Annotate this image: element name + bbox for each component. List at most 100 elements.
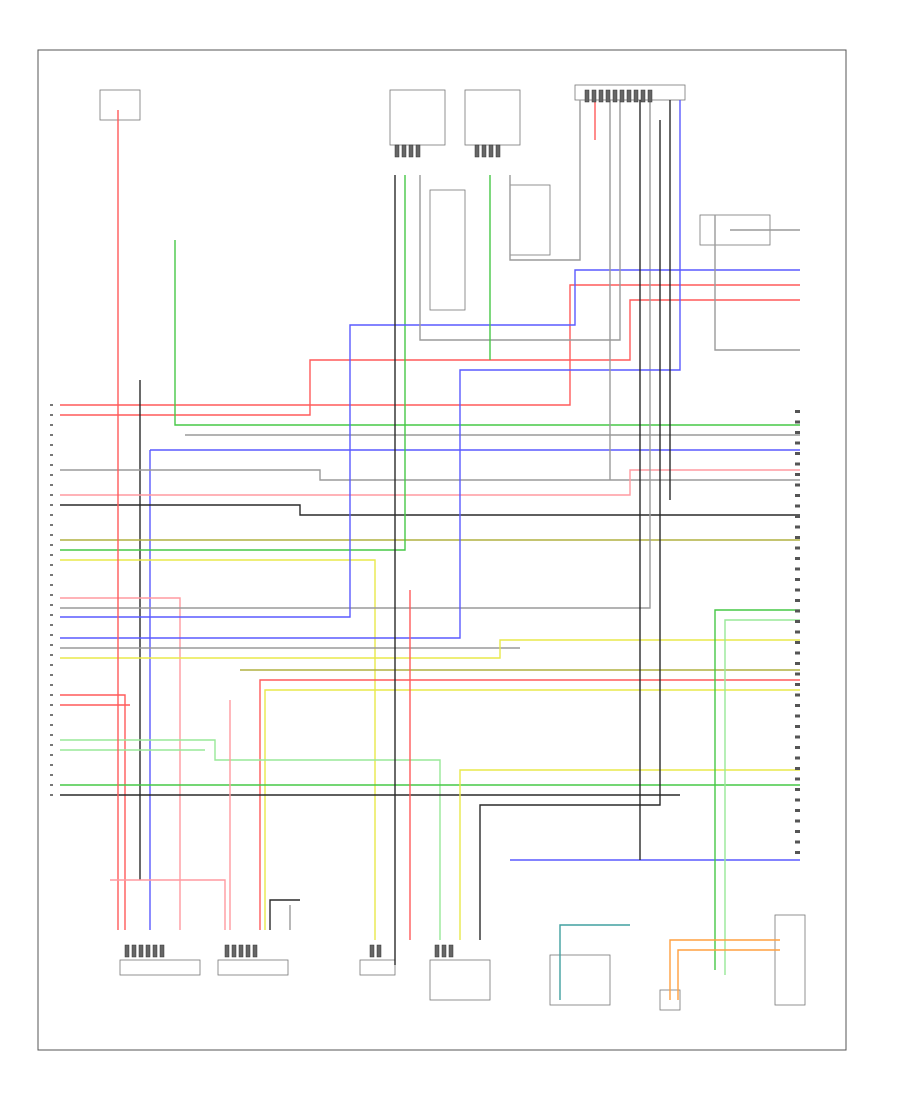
connector-group	[124, 89, 653, 958]
wire-red	[60, 694, 126, 930]
pin-terminal	[50, 504, 53, 506]
connector-pin	[152, 944, 158, 958]
pin-terminal	[50, 734, 53, 736]
connector-pin	[448, 944, 454, 958]
pin-terminal	[795, 830, 800, 833]
pin-terminal	[50, 724, 53, 726]
connector-pin	[441, 944, 447, 958]
wire-light_green	[724, 619, 800, 975]
connector-pin	[434, 944, 440, 958]
pin-terminal	[50, 554, 53, 556]
pin-terminal	[795, 494, 800, 497]
wire-gray	[509, 100, 581, 261]
wire-gray	[60, 469, 800, 481]
connector-pin	[415, 144, 421, 158]
component-box	[359, 959, 396, 976]
connector-pin	[626, 89, 632, 103]
wire-dark	[269, 899, 300, 930]
connector-pin	[584, 89, 590, 103]
pin-terminal	[795, 609, 800, 613]
pin-terminal	[795, 504, 800, 508]
pin-terminal	[50, 704, 53, 706]
pin-terminal	[795, 714, 800, 718]
wire-yellow	[459, 769, 800, 940]
connector-pin	[647, 89, 653, 103]
connector-pin	[633, 89, 639, 103]
component-box	[217, 959, 289, 976]
wire-green	[714, 609, 800, 970]
connector-pin	[376, 944, 382, 958]
pin-terminal	[795, 725, 800, 728]
wire-red	[259, 679, 800, 930]
wire-pink	[110, 879, 226, 930]
connector-pin	[591, 89, 597, 103]
wire-blue	[60, 269, 800, 618]
connector-pin	[124, 944, 130, 958]
component-box	[119, 959, 201, 976]
pin-terminal	[795, 410, 800, 413]
pin-terminal	[50, 574, 53, 576]
pin-terminal	[795, 693, 800, 697]
connector-pin	[612, 89, 618, 103]
connector-pin	[245, 944, 251, 958]
pin-terminal	[50, 614, 53, 616]
pin-terminal	[50, 784, 53, 786]
wire-yellow	[60, 639, 800, 659]
pin-terminal	[795, 641, 800, 644]
pin-terminal	[795, 546, 800, 550]
pin-terminal	[795, 672, 800, 676]
pin-terminal	[50, 434, 53, 436]
pin-terminal	[795, 662, 800, 665]
pin-terminal	[795, 851, 800, 854]
pin-terminal	[50, 634, 53, 636]
connector-pin	[408, 144, 414, 158]
connector-pin	[394, 144, 400, 158]
pin-terminal	[795, 588, 800, 592]
pin-terminal	[50, 444, 53, 446]
connector-pin	[598, 89, 604, 103]
connector-pin	[138, 944, 144, 958]
pin-terminal	[795, 809, 800, 812]
connector-pin	[131, 944, 137, 958]
wire-orange	[677, 949, 780, 1000]
pin-terminal	[50, 464, 53, 466]
component-box	[429, 189, 466, 311]
pin-terminal	[50, 794, 53, 796]
pin-terminal	[795, 441, 800, 445]
pin-terminal	[795, 557, 800, 560]
pin-terminal	[795, 819, 800, 823]
wire-gray	[60, 100, 651, 609]
pin-terminal	[50, 694, 53, 696]
wire-teal	[559, 924, 630, 1000]
wire-dark	[479, 120, 661, 940]
wire-red	[60, 284, 800, 406]
pin-terminal	[50, 744, 53, 746]
component-box	[389, 89, 446, 146]
wire-gray	[419, 100, 621, 341]
component-box	[464, 89, 521, 146]
connector-pin	[495, 144, 501, 158]
wire-dark	[60, 504, 800, 516]
pin-terminal	[50, 514, 53, 516]
pin-terminal	[795, 452, 800, 455]
pin-terminal	[795, 431, 800, 434]
pin-terminal	[795, 420, 800, 424]
pin-terminal	[795, 735, 800, 739]
connector-pin	[481, 144, 487, 158]
connector-pin	[231, 944, 237, 958]
pin-terminal	[50, 644, 53, 646]
pin-terminal	[50, 604, 53, 606]
pin-terminal	[795, 525, 800, 529]
pin-terminal	[50, 674, 53, 676]
wire-group	[60, 100, 800, 1000]
pin-terminal	[50, 714, 53, 716]
wire-green	[60, 175, 406, 551]
connector-pin	[369, 944, 375, 958]
connector-pin	[159, 944, 165, 958]
wire-yellow	[60, 559, 376, 940]
pin-terminal	[50, 564, 53, 566]
wire-gray	[714, 215, 800, 351]
connector-pin	[145, 944, 151, 958]
component-box	[429, 959, 491, 1001]
pin-terminal	[50, 654, 53, 656]
